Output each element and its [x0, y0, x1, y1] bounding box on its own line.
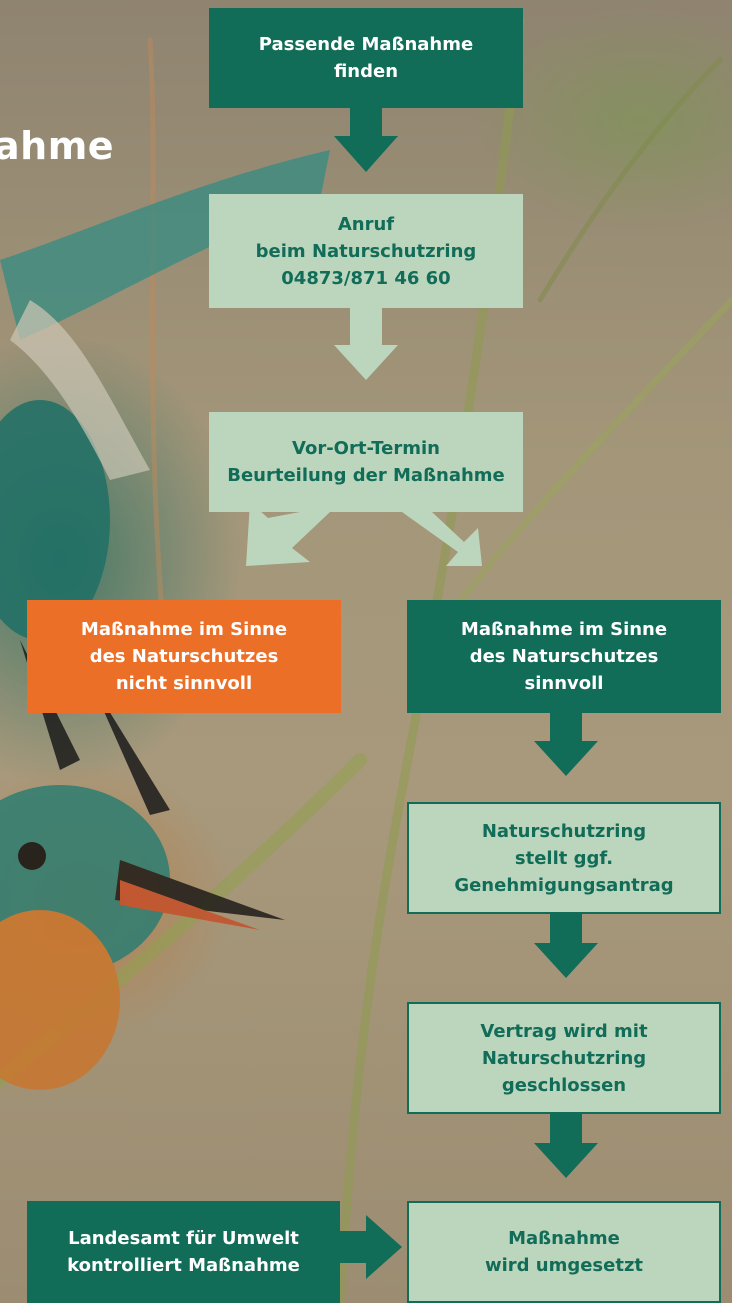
- outcome-not-sensible: Maßnahme im Sinne des Naturschutzes nich…: [27, 600, 341, 713]
- page-heading-fragment: ahme: [0, 124, 114, 168]
- step-permit-application: Naturschutzring stellt ggf. Genehmigungs…: [407, 802, 721, 914]
- step-call-naturschutzring: Anruf beim Naturschutzring 04873/871 46 …: [209, 194, 523, 308]
- step-find-measure: Passende Maßnahme finden: [209, 8, 523, 108]
- step-contract-signed: Vertrag wird mit Naturschutzring geschlo…: [407, 1002, 721, 1114]
- step-measure-implemented: Maßnahme wird umgesetzt: [407, 1201, 721, 1303]
- step-onsite-appointment: Vor-Ort-Termin Beurteilung der Maßnahme: [209, 412, 523, 512]
- step-authority-control: Landesamt für Umwelt kontrolliert Maßnah…: [27, 1201, 340, 1303]
- outcome-sensible: Maßnahme im Sinne des Naturschutzes sinn…: [407, 600, 721, 713]
